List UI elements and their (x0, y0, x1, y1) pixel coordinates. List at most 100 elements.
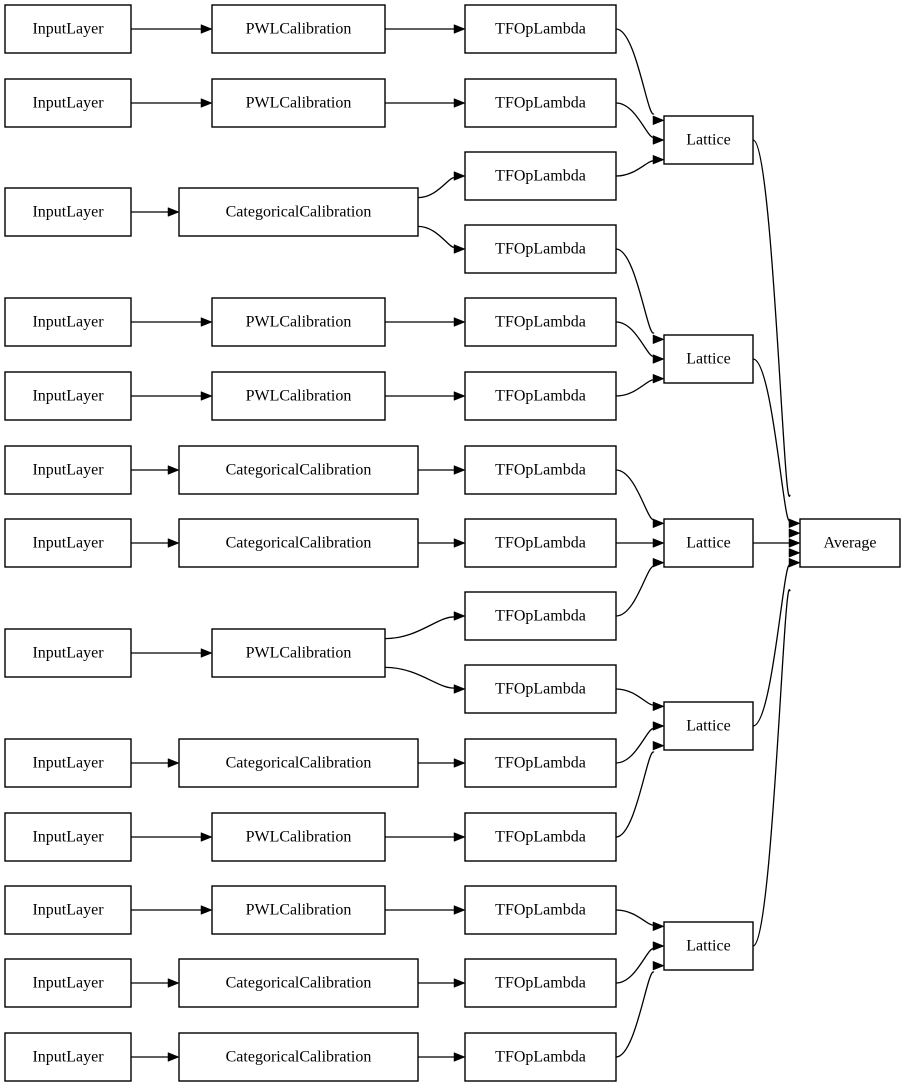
edge-cal8-to-tf10 (384, 666, 456, 689)
node-box-lat3[interactable] (663, 518, 754, 568)
node-box-tf1[interactable] (464, 4, 617, 54)
node-box-avg[interactable] (799, 518, 901, 568)
node-pwlcalibration-cal11[interactable]: PWLCalibration (211, 885, 386, 935)
node-input-layer-in4[interactable]: InputLayer (4, 297, 132, 347)
node-box-lat2[interactable] (663, 334, 754, 384)
node-input-layer-in6[interactable]: InputLayer (4, 445, 132, 495)
node-box-in6[interactable] (4, 445, 132, 495)
node-box-in13[interactable] (4, 1032, 132, 1082)
node-tfop-lambda-tf2[interactable]: TFOpLambda (464, 78, 617, 128)
node-box-cal6[interactable] (178, 445, 419, 495)
node-tfop-lambda-tf10[interactable]: TFOpLambda (464, 664, 617, 714)
edge-tf12-to-lat4 (615, 751, 655, 838)
node-box-in8[interactable] (4, 628, 132, 678)
arrowhead-in9-to-cal9 (167, 758, 180, 768)
node-lattice-lat4[interactable]: Lattice (663, 701, 754, 751)
node-categorical-calibration-cal13[interactable]: CategoricalCalibration (178, 1032, 419, 1082)
node-lattice-lat2[interactable]: Lattice (663, 334, 754, 384)
node-categorical-calibration-cal12[interactable]: CategoricalCalibration (178, 958, 419, 1008)
node-tfop-lambda-tf12[interactable]: TFOpLambda (464, 812, 617, 862)
node-box-tf2[interactable] (464, 78, 617, 128)
node-input-layer-in3[interactable]: InputLayer (4, 187, 132, 237)
node-pwlcalibration-cal2[interactable]: PWLCalibration (211, 78, 386, 128)
node-box-tf8[interactable] (464, 518, 617, 568)
node-box-tf15[interactable] (464, 1032, 617, 1082)
node-lattice-lat1[interactable]: Lattice (663, 115, 754, 165)
node-pwlcalibration-cal4[interactable]: PWLCalibration (211, 297, 386, 347)
node-pwlcalibration-cal1[interactable]: PWLCalibration (211, 4, 386, 54)
node-box-cal10[interactable] (211, 812, 386, 862)
node-box-tf4[interactable] (464, 224, 617, 274)
node-box-in3[interactable] (4, 187, 132, 237)
node-tfop-lambda-tf9[interactable]: TFOpLambda (464, 591, 617, 641)
node-box-tf3[interactable] (464, 151, 617, 201)
node-box-in11[interactable] (4, 885, 132, 935)
node-box-cal2[interactable] (211, 78, 386, 128)
node-categorical-calibration-cal3[interactable]: CategoricalCalibration (178, 187, 419, 237)
node-box-cal5[interactable] (211, 371, 386, 421)
node-box-cal11[interactable] (211, 885, 386, 935)
node-input-layer-in1[interactable]: InputLayer (4, 4, 132, 54)
node-box-cal3[interactable] (178, 187, 419, 237)
node-input-layer-in12[interactable]: InputLayer (4, 958, 132, 1008)
node-box-cal7[interactable] (178, 518, 419, 568)
node-box-in4[interactable] (4, 297, 132, 347)
node-pwlcalibration-cal5[interactable]: PWLCalibration (211, 371, 386, 421)
node-tfop-lambda-tf1[interactable]: TFOpLambda (464, 4, 617, 54)
node-box-cal8[interactable] (211, 628, 386, 678)
node-box-cal4[interactable] (211, 297, 386, 347)
node-box-in2[interactable] (4, 78, 132, 128)
node-tfop-lambda-tf3[interactable]: TFOpLambda (464, 151, 617, 201)
node-box-tf6[interactable] (464, 371, 617, 421)
node-box-cal1[interactable] (211, 4, 386, 54)
node-box-lat5[interactable] (663, 921, 754, 971)
node-input-layer-in9[interactable]: InputLayer (4, 738, 132, 788)
node-box-cal9[interactable] (178, 738, 419, 788)
node-tfop-lambda-tf4[interactable]: TFOpLambda (464, 224, 617, 274)
node-lattice-lat5[interactable]: Lattice (663, 921, 754, 971)
node-box-tf10[interactable] (464, 664, 617, 714)
node-box-in12[interactable] (4, 958, 132, 1008)
node-tfop-lambda-tf6[interactable]: TFOpLambda (464, 371, 617, 421)
node-box-in9[interactable] (4, 738, 132, 788)
edge-lat2-to-avg (752, 358, 791, 522)
node-tfop-lambda-tf8[interactable]: TFOpLambda (464, 518, 617, 568)
node-box-in5[interactable] (4, 371, 132, 421)
node-tfop-lambda-tf13[interactable]: TFOpLambda (464, 885, 617, 935)
node-input-layer-in7[interactable]: InputLayer (4, 518, 132, 568)
node-tfop-lambda-tf5[interactable]: TFOpLambda (464, 297, 617, 347)
node-box-tf7[interactable] (464, 445, 617, 495)
node-box-tf9[interactable] (464, 591, 617, 641)
node-lattice-lat3[interactable]: Lattice (663, 518, 754, 568)
node-input-layer-in2[interactable]: InputLayer (4, 78, 132, 128)
node-average-avg[interactable]: Average (799, 518, 901, 568)
node-tfop-lambda-tf11[interactable]: TFOpLambda (464, 738, 617, 788)
node-categorical-calibration-cal6[interactable]: CategoricalCalibration (178, 445, 419, 495)
node-box-tf12[interactable] (464, 812, 617, 862)
node-box-tf11[interactable] (464, 738, 617, 788)
node-input-layer-in13[interactable]: InputLayer (4, 1032, 132, 1082)
node-tfop-lambda-tf14[interactable]: TFOpLambda (464, 958, 617, 1008)
node-categorical-calibration-cal9[interactable]: CategoricalCalibration (178, 738, 419, 788)
node-box-cal12[interactable] (178, 958, 419, 1008)
arrowhead-tf15-to-lat5 (652, 960, 665, 971)
node-box-in7[interactable] (4, 518, 132, 568)
node-pwlcalibration-cal8[interactable]: PWLCalibration (211, 628, 386, 678)
node-tfop-lambda-tf15[interactable]: TFOpLambda (464, 1032, 617, 1082)
node-input-layer-in11[interactable]: InputLayer (4, 885, 132, 935)
node-categorical-calibration-cal7[interactable]: CategoricalCalibration (178, 518, 419, 568)
node-tfop-lambda-tf7[interactable]: TFOpLambda (464, 445, 617, 495)
node-box-cal13[interactable] (178, 1032, 419, 1082)
node-input-layer-in10[interactable]: InputLayer (4, 812, 132, 862)
node-input-layer-in8[interactable]: InputLayer (4, 628, 132, 678)
node-box-in1[interactable] (4, 4, 132, 54)
node-box-in10[interactable] (4, 812, 132, 862)
node-input-layer-in5[interactable]: InputLayer (4, 371, 132, 421)
node-box-tf14[interactable] (464, 958, 617, 1008)
node-box-tf5[interactable] (464, 297, 617, 347)
node-box-tf13[interactable] (464, 885, 617, 935)
node-box-lat4[interactable] (663, 701, 754, 751)
node-box-lat1[interactable] (663, 115, 754, 165)
node-pwlcalibration-cal10[interactable]: PWLCalibration (211, 812, 386, 862)
arrowhead-cal7-to-tf8 (453, 538, 466, 548)
